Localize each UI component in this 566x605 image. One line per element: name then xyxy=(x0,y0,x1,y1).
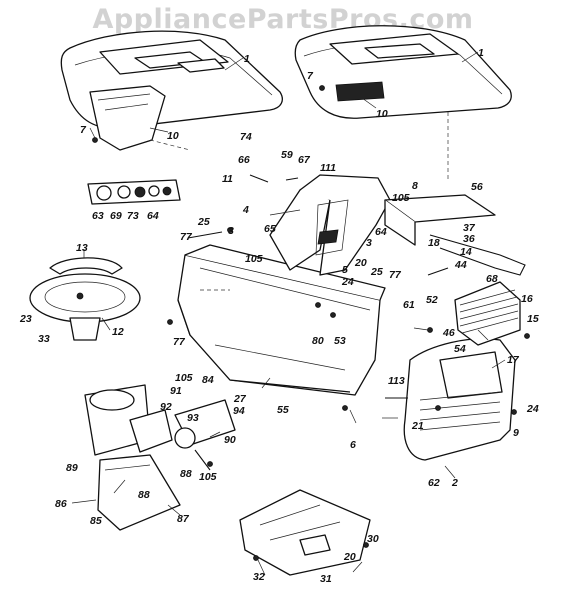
callout: 91 xyxy=(170,385,182,397)
callout: 25 xyxy=(370,266,383,278)
callout: 111 xyxy=(320,162,336,174)
callout: 66 xyxy=(238,154,250,166)
callout: 87 xyxy=(177,513,190,525)
ignition-panel xyxy=(87,179,181,205)
callout: 93 xyxy=(187,412,199,424)
callout: 7 xyxy=(307,70,314,82)
callout: 92 xyxy=(160,401,172,413)
callout: 105 xyxy=(175,372,193,384)
callout: 24 xyxy=(341,276,354,288)
callout-labels: 1 1 2 3 3 4 5 6 7 7 8 9 10 10 11 12 13 1… xyxy=(19,47,539,585)
callout: 3 xyxy=(228,225,234,237)
callout: 10 xyxy=(376,108,388,120)
callout: 105 xyxy=(392,192,410,204)
side-panel-right xyxy=(403,338,516,461)
air-duct-left xyxy=(89,85,191,151)
callout: 8 xyxy=(412,180,418,192)
callout: 113 xyxy=(388,375,405,387)
callout: 61 xyxy=(403,299,415,311)
grille xyxy=(454,281,521,346)
callout: 65 xyxy=(264,223,276,235)
callout: 36 xyxy=(463,233,475,245)
callout: 27 xyxy=(233,393,247,405)
callout: 88 xyxy=(180,468,192,480)
callout: 25 xyxy=(197,216,210,228)
callout: 20 xyxy=(354,257,367,269)
callout: 15 xyxy=(527,313,539,325)
callout: 52 xyxy=(426,294,438,306)
callout: 105 xyxy=(245,253,263,265)
callout: 14 xyxy=(460,246,472,258)
governor-bracket xyxy=(174,399,236,471)
callout: 1 xyxy=(244,53,250,65)
callout: 13 xyxy=(76,242,88,254)
callout: 23 xyxy=(19,313,32,325)
callout: 73 xyxy=(127,210,139,222)
engine xyxy=(84,384,181,531)
callout: 10 xyxy=(167,130,179,142)
callout: 20 xyxy=(343,551,356,563)
callout: 46 xyxy=(442,327,455,339)
dash-bracket xyxy=(269,174,391,276)
callout: 16 xyxy=(521,293,533,305)
grille-screen xyxy=(335,81,385,102)
callout: 74 xyxy=(240,131,252,143)
callout: 2 xyxy=(451,477,458,489)
callout: 5 xyxy=(342,264,348,276)
seat-assembly xyxy=(29,257,141,341)
callout: 86 xyxy=(55,498,67,510)
callout: 105 xyxy=(199,471,217,483)
callout: 21 xyxy=(411,420,424,432)
callout: 89 xyxy=(66,462,78,474)
callout: 37 xyxy=(463,222,476,234)
callout: 68 xyxy=(486,273,498,285)
callout: 94 xyxy=(233,405,245,417)
callout: 7 xyxy=(80,124,87,136)
hardware xyxy=(92,85,530,561)
callout: 64 xyxy=(375,226,387,238)
callout: 9 xyxy=(513,427,519,439)
callout: 3 xyxy=(366,237,372,249)
callout: 4 xyxy=(242,204,249,216)
hood-top-right xyxy=(294,25,512,119)
frame-rail xyxy=(239,489,371,576)
callout: 63 xyxy=(92,210,104,222)
callout: 77 xyxy=(173,336,186,348)
callout: 67 xyxy=(298,154,311,166)
callout: 55 xyxy=(277,404,289,416)
callout: 32 xyxy=(253,571,265,583)
callout: 53 xyxy=(334,335,346,347)
callout: 84 xyxy=(202,374,214,386)
mount-bracket xyxy=(384,194,526,276)
callout: 12 xyxy=(112,326,124,338)
callout: 88 xyxy=(138,489,150,501)
callout: 33 xyxy=(38,333,50,345)
callout: 69 xyxy=(110,210,122,222)
callout: 56 xyxy=(471,181,483,193)
callout: 80 xyxy=(312,335,324,347)
callout: 1 xyxy=(478,47,484,59)
callout: 31 xyxy=(320,573,332,585)
callout: 54 xyxy=(454,343,466,355)
callout: 6 xyxy=(350,439,356,451)
callout: 77 xyxy=(180,231,193,243)
callout: 90 xyxy=(224,434,236,446)
leader-lines xyxy=(71,51,506,576)
callout: 24 xyxy=(526,403,539,415)
callout: 59 xyxy=(281,149,293,161)
callout: 17 xyxy=(507,354,520,366)
callout: 44 xyxy=(454,259,467,271)
callout: 62 xyxy=(428,477,440,489)
hood-body xyxy=(177,244,386,396)
callout: 11 xyxy=(222,173,233,185)
callout: 77 xyxy=(389,269,402,281)
callout: 30 xyxy=(367,533,379,545)
callout: 18 xyxy=(428,237,440,249)
callout: 85 xyxy=(90,515,102,527)
callout: 64 xyxy=(147,210,159,222)
